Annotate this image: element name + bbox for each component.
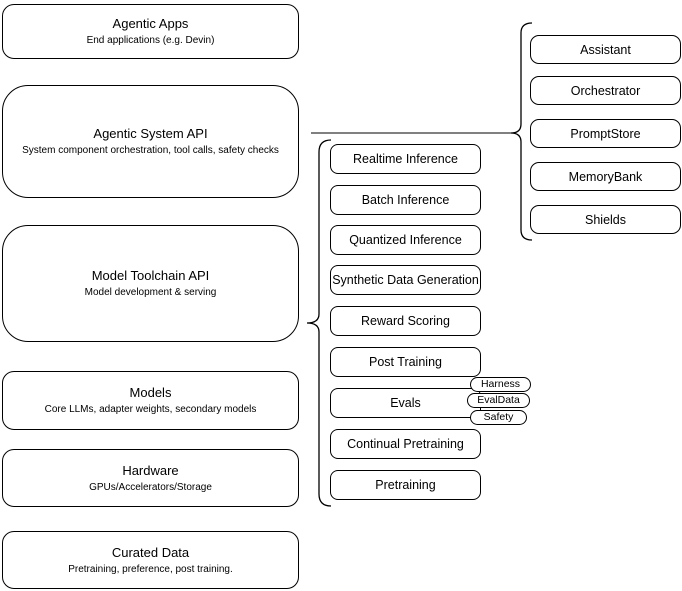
tag-label: Safety [483, 411, 514, 424]
tag-label: EvalData [477, 394, 520, 407]
node-promptstore: PromptStore [530, 119, 681, 148]
node-synthetic-data-generation: Synthetic Data Generation [330, 265, 481, 295]
node-title: Models [129, 385, 172, 400]
node-realtime-inference: Realtime Inference [330, 144, 481, 174]
brace-system-group [510, 22, 533, 241]
node-title: Curated Data [111, 544, 190, 560]
node-orchestrator: Orchestrator [530, 76, 681, 105]
tag-evaldata: EvalData [467, 393, 530, 408]
node-label: Orchestrator [570, 83, 641, 98]
node-post-training: Post Training [330, 347, 481, 377]
brace-toolchain-group [306, 139, 332, 507]
node-memorybank: MemoryBank [530, 162, 681, 191]
node-label: Realtime Inference [353, 152, 458, 166]
node-label: Synthetic Data Generation [332, 273, 479, 287]
node-evals: Evals [330, 388, 481, 418]
node-agentic-apps: Agentic Apps End applications (e.g. Devi… [2, 4, 299, 59]
node-subtitle: Core LLMs, adapter weights, secondary mo… [44, 404, 257, 415]
node-label: Post Training [369, 355, 442, 369]
node-subtitle: GPUs/Accelerators/Storage [89, 481, 212, 493]
node-hardware: Hardware GPUs/Accelerators/Storage [2, 449, 299, 507]
tag-harness: Harness [470, 377, 531, 392]
node-agentic-system-api: Agentic System API System component orch… [2, 85, 299, 198]
node-subtitle: Pretraining, preference, post training. [68, 563, 233, 575]
node-label: Batch Inference [361, 193, 450, 207]
node-quantized-inference: Quantized Inference [330, 225, 481, 255]
node-label: Evals [390, 396, 421, 410]
node-reward-scoring: Reward Scoring [330, 306, 481, 336]
node-assistant: Assistant [530, 35, 681, 64]
node-model-toolchain-api: Model Toolchain API Model development & … [2, 225, 299, 342]
node-pretraining: Pretraining [330, 470, 481, 500]
tag-safety: Safety [470, 410, 527, 425]
node-title: Agentic System API [93, 126, 208, 141]
node-label: Quantized Inference [349, 233, 462, 247]
node-shields: Shields [530, 205, 681, 234]
node-label: PromptStore [570, 126, 641, 141]
node-title: Model Toolchain API [91, 268, 210, 283]
node-batch-inference: Batch Inference [330, 185, 481, 215]
node-subtitle: Model development & serving [84, 287, 217, 298]
node-label: Shields [585, 212, 626, 227]
node-label: MemoryBank [568, 169, 643, 184]
node-label: Continual Pretraining [347, 437, 464, 451]
node-models: Models Core LLMs, adapter weights, secon… [2, 371, 299, 430]
tag-label: Harness [480, 378, 521, 391]
node-subtitle: System component orchestration, tool cal… [22, 145, 279, 156]
node-label: Reward Scoring [361, 314, 450, 328]
node-label: Pretraining [375, 478, 436, 492]
node-subtitle: End applications (e.g. Devin) [86, 35, 215, 46]
node-title: Hardware [122, 462, 179, 478]
node-continual-pretraining: Continual Pretraining [330, 429, 481, 459]
node-label: Assistant [580, 42, 631, 57]
node-title: Agentic Apps [112, 16, 189, 31]
node-curated-data: Curated Data Pretraining, preference, po… [2, 531, 299, 589]
